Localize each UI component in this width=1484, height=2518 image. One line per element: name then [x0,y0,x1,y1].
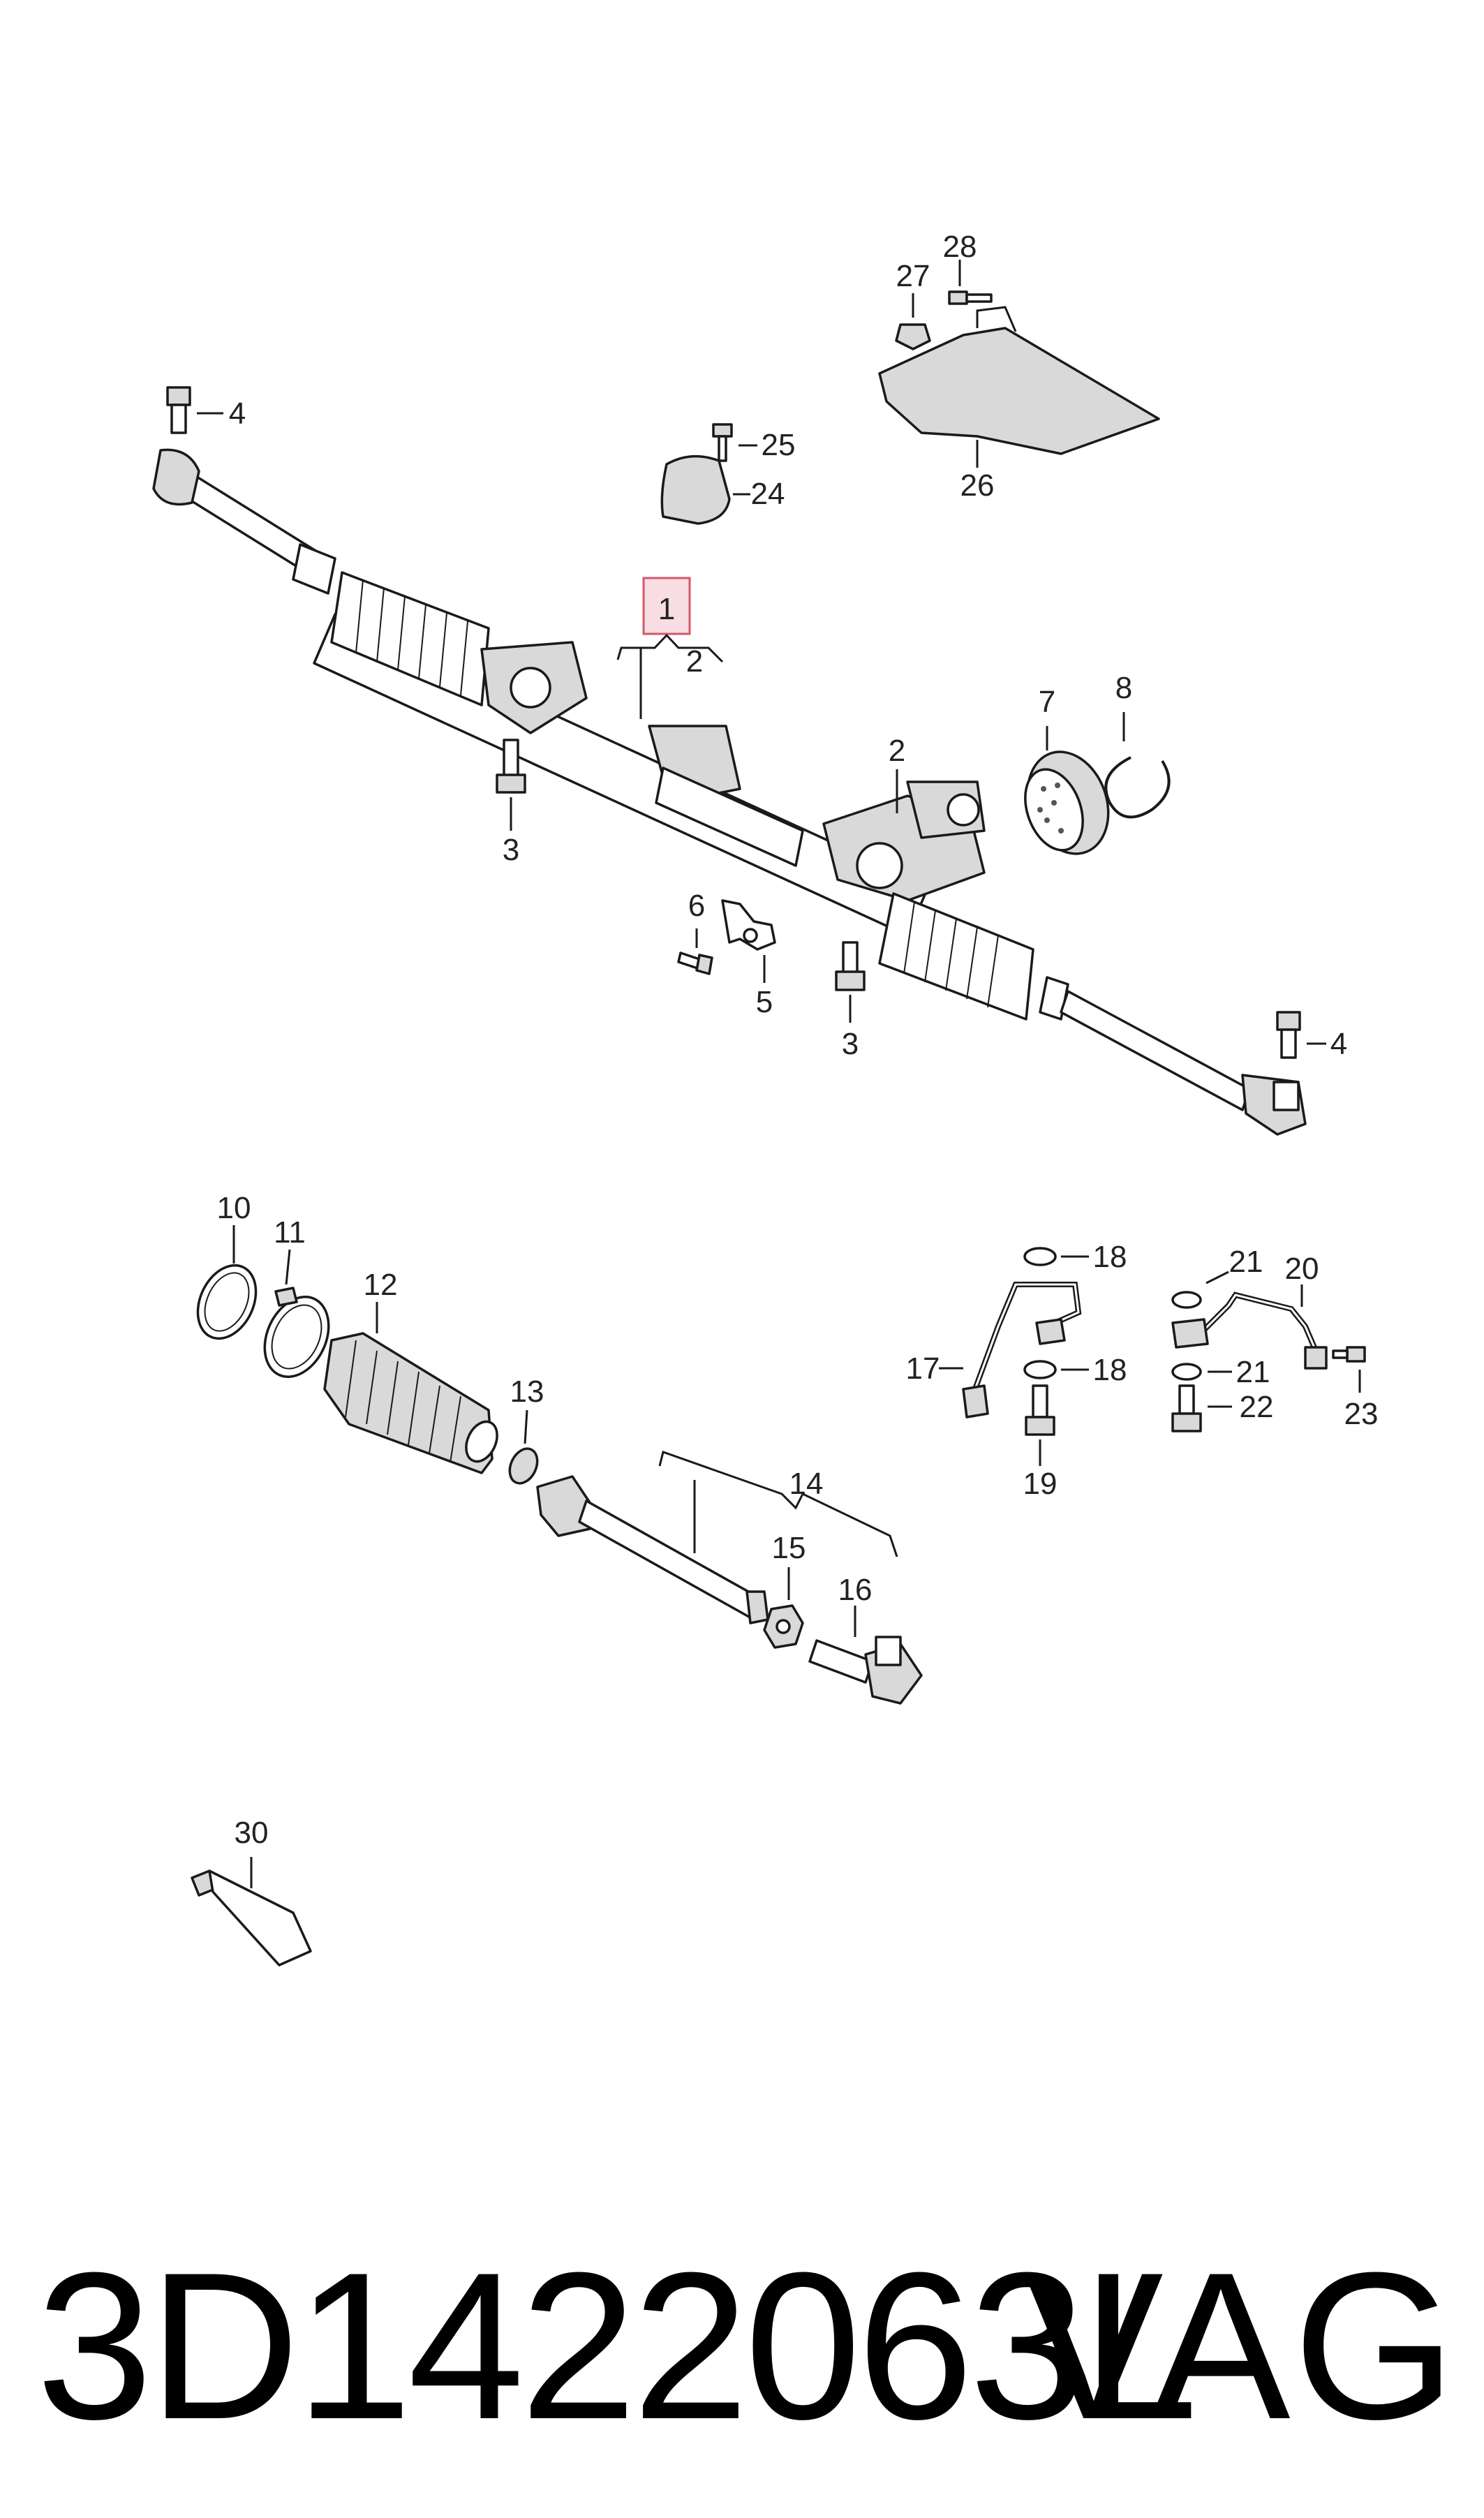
bolt-3-right [835,941,866,1023]
callout-22: 22 [1240,1390,1274,1424]
callout-27: 27 [896,259,930,293]
callout-8: 8 [1115,671,1132,705]
brand-name: VAG [1023,2228,1459,2463]
callout-18-upper: 18 [1093,1240,1127,1274]
callout-1: 1 [658,592,675,626]
bracket-5 [721,899,776,951]
pressure-pipe-17 [939,1282,1082,1419]
grease-tube-30 [191,1857,312,1967]
seal-21-upper [1171,1271,1229,1309]
callout-13: 13 [510,1375,544,1409]
bolt-4-right [1276,1011,1326,1059]
callout-23: 23 [1344,1397,1379,1431]
callout-24: 24 [751,477,785,511]
banjo-bolt-22 [1171,1384,1232,1432]
callout-3-left: 3 [503,833,519,867]
bolt-3-left [496,739,526,831]
clamp-11 [263,1249,330,1378]
callout-19: 19 [1023,1467,1058,1501]
screw-23 [1332,1346,1366,1393]
steering-rack-assembly [152,448,1307,1136]
footer: 3D1422063L VAG [0,2220,1484,2471]
callout-7: 7 [1039,685,1055,719]
seal-ring-10 [196,1225,258,1340]
screw-25 [712,423,757,462]
bearing-7 [1024,726,1110,855]
callout-26: 26 [960,468,995,503]
callout-15: 15 [772,1531,806,1565]
callout-30: 30 [235,1816,269,1850]
part-number: 3D1422063L [36,2228,1198,2463]
bolt-28 [948,260,993,305]
callout-4-right: 4 [1330,1027,1347,1061]
callout-12: 12 [364,1268,398,1302]
clip-24 [660,454,750,525]
callout-20: 20 [1285,1252,1319,1286]
callout-6: 6 [688,889,705,923]
tie-rod-end-16 [808,1606,923,1705]
callout-5: 5 [756,985,773,1019]
callout-2-lower: 2 [889,734,905,768]
boot-12 [323,1302,498,1474]
seal-21-lower [1171,1363,1232,1381]
callout-11: 11 [274,1215,306,1250]
bolt-6 [677,928,713,975]
seal-18-upper [1023,1247,1089,1266]
callout-3-right: 3 [842,1027,859,1061]
callout-17: 17 [906,1351,940,1386]
return-pipe-20 [1171,1284,1328,1370]
banjo-bolt-19 [1025,1384,1055,1466]
callout-10: 10 [217,1191,251,1225]
bolt-4-left [166,386,223,434]
callout-18-lower: 18 [1093,1353,1127,1387]
callout-14: 14 [789,1467,824,1501]
nut-15 [763,1567,804,1649]
callout-25: 25 [762,428,796,462]
circlip-8 [1104,712,1171,819]
clamp-13 [508,1409,539,1485]
callout-2-upper: 2 [686,644,703,679]
callout-21-lower: 21 [1236,1355,1270,1389]
seal-18-lower [1023,1360,1089,1379]
inner-tie-rod-14 [536,1451,898,1624]
callout-21-upper: 21 [1229,1245,1263,1279]
callout-16: 16 [838,1573,873,1607]
callout-28: 28 [943,230,977,264]
nut-27 [895,293,931,350]
heat-shield-26 [878,306,1160,468]
callout-4-left: 4 [229,397,246,431]
